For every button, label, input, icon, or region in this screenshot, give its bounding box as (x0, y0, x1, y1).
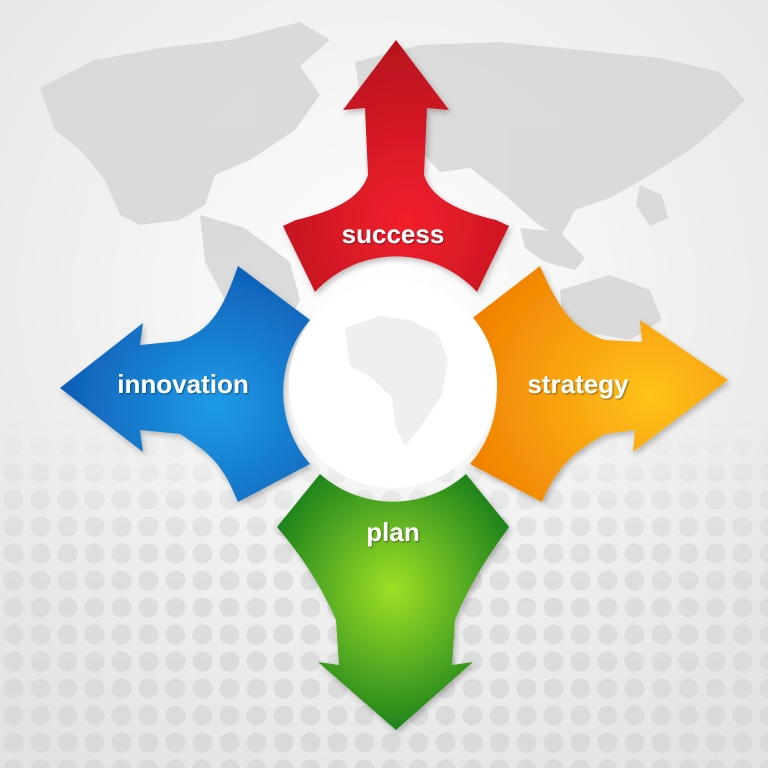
success-label: success (342, 219, 445, 249)
innovation-arrow[interactable] (60, 266, 310, 502)
plan-label: plan (366, 517, 419, 547)
plan-arrow[interactable] (277, 474, 509, 730)
africa-icon (345, 316, 448, 446)
innovation-label: innovation (117, 369, 248, 399)
success-arrow[interactable] (283, 40, 509, 292)
strategy-label: strategy (527, 369, 629, 399)
strategy-arrow[interactable] (470, 266, 728, 502)
